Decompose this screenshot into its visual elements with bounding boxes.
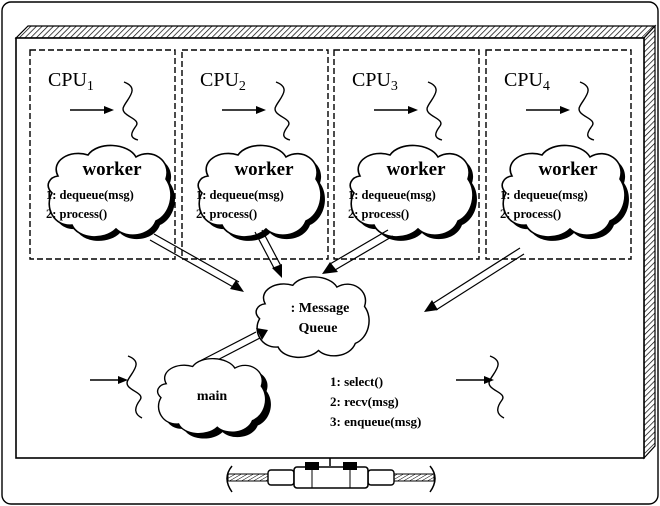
worker-step-2: 2: process()	[196, 207, 257, 221]
main-label: main	[197, 389, 228, 404]
thread-icon	[70, 81, 139, 141]
cpu-box-1	[29, 49, 176, 260]
worker-step-1: 1: dequeue(msg)	[46, 188, 134, 202]
thread-icon	[374, 81, 443, 141]
arrow-worker1-queue	[149, 233, 240, 289]
arrowhead	[256, 328, 268, 340]
thread-icon	[456, 355, 505, 419]
arrowhead	[272, 264, 282, 278]
worker-title: worker	[386, 159, 446, 180]
cpu-label-1: CPU1	[48, 69, 94, 94]
thread-icon	[90, 355, 143, 419]
thread-icon	[222, 81, 291, 141]
box-front-face	[15, 37, 645, 459]
main-step-3: 3: enqueue(msg)	[330, 414, 421, 429]
cpu-label-4: CPU4	[504, 69, 550, 94]
worker-step-2: 2: process()	[348, 207, 409, 221]
arrowhead	[230, 280, 244, 292]
cpu-box-3	[333, 49, 480, 260]
cpu-label-2: CPU2	[200, 69, 246, 94]
message-queue-label-2: Queue	[299, 321, 338, 336]
worker-step-1: 1: dequeue(msg)	[196, 188, 284, 202]
thread-icon	[526, 81, 595, 141]
cpu-box-4	[485, 49, 632, 260]
box-right-bevel	[643, 24, 656, 460]
worker-step-2: 2: process()	[46, 207, 107, 221]
network-connector-icon	[226, 458, 436, 493]
main-step-1: 1: select()	[330, 374, 383, 389]
worker-title: worker	[234, 159, 294, 180]
main-step-2: 2: recv(msg)	[330, 394, 399, 409]
worker-step-2: 2: process()	[500, 207, 561, 221]
message-queue-label-1: : Message	[291, 301, 350, 316]
worker-step-1: 1: dequeue(msg)	[348, 188, 436, 202]
arrowhead	[322, 262, 338, 274]
arrow-worker2-queue	[254, 229, 282, 269]
arrow-worker4-queue	[431, 247, 525, 311]
worker-step-1: 1: dequeue(msg)	[500, 188, 588, 202]
cpu-box-2	[181, 49, 329, 260]
arrow-worker3-queue	[329, 229, 394, 271]
box-top-bevel	[14, 25, 657, 39]
arrowhead	[424, 300, 438, 312]
worker-title: worker	[82, 159, 142, 180]
message-queue-cloud	[255, 276, 370, 359]
worker-title: worker	[538, 159, 598, 180]
cpu-label-3: CPU3	[352, 69, 398, 94]
